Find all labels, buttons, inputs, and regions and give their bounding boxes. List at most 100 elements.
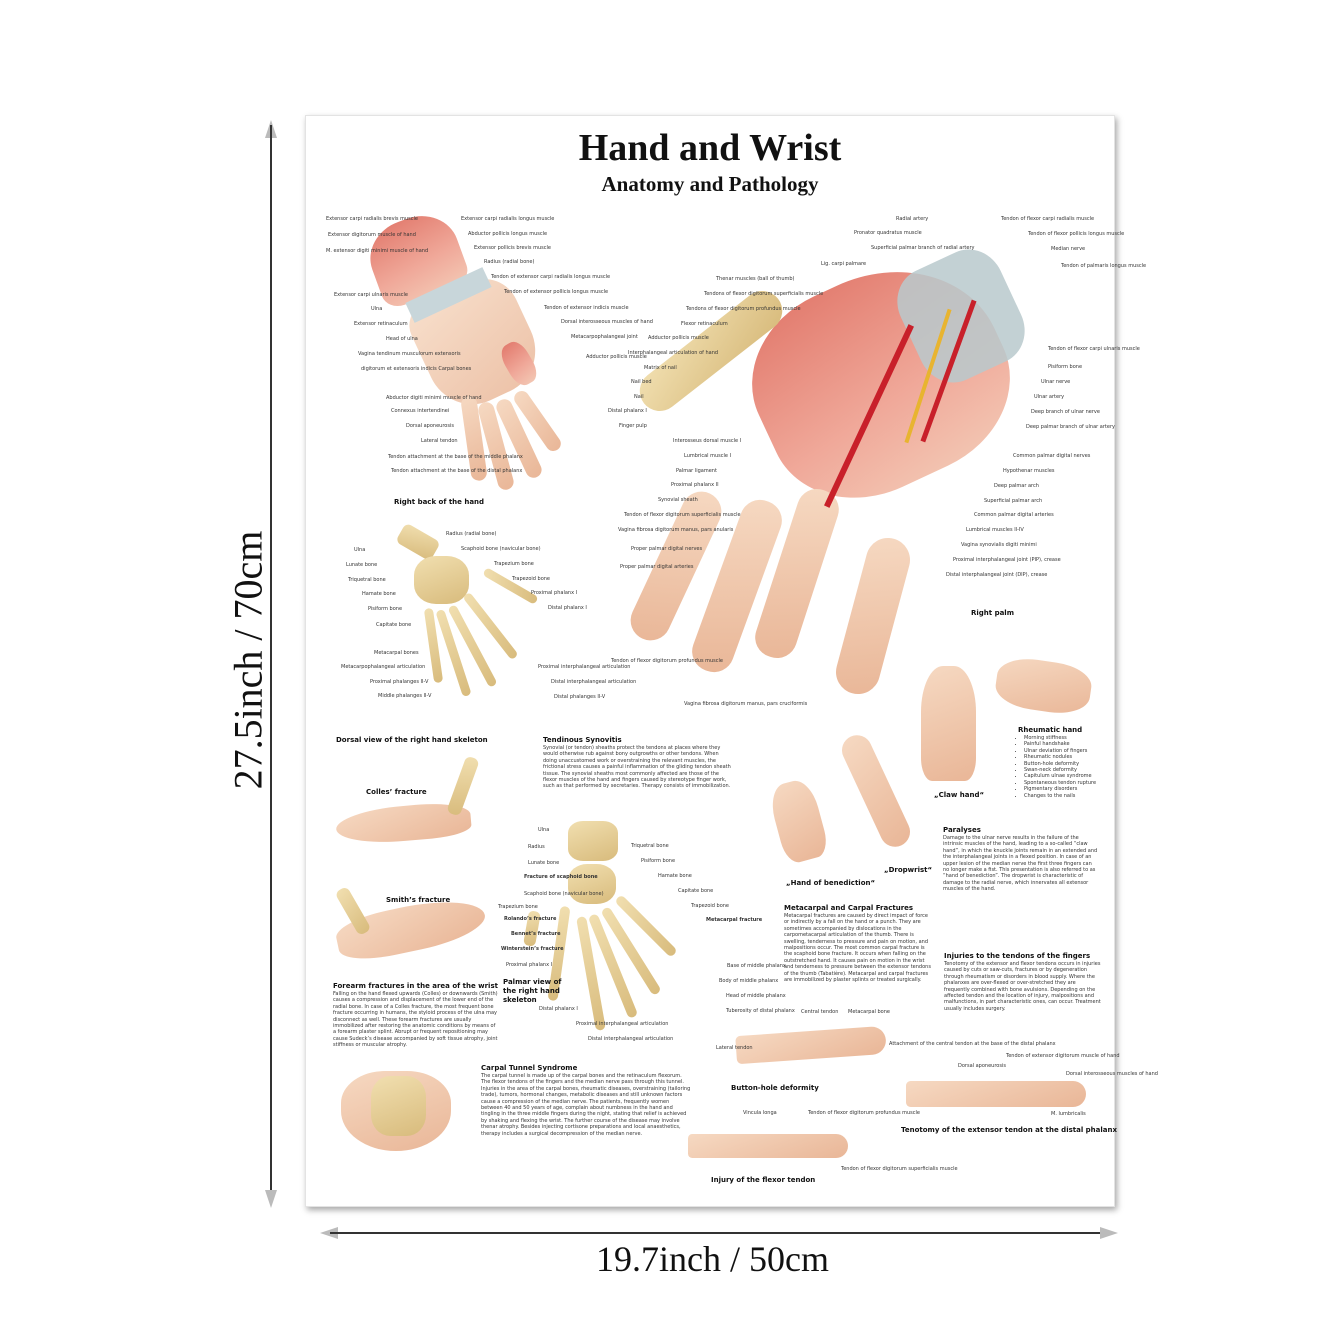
flexor-injury-illustration xyxy=(688,1134,848,1158)
palmar-label: Trapezoid bone xyxy=(691,903,730,909)
dorsal-label: Distal phalanges II-V xyxy=(554,694,606,700)
rheumatic-item: Ulnar deviation of fingers xyxy=(1024,748,1096,754)
rheumatic-item: Capitulum ulnae syndrome xyxy=(1024,773,1096,779)
dorsal-label: Metacarpal bones xyxy=(374,650,419,656)
dorsal-label: Hamate bone xyxy=(362,591,396,597)
tenotomy-label: Dorsal aponeurosis xyxy=(958,1063,1006,1069)
palm-label: Lig. carpi palmare xyxy=(821,261,867,267)
back-label: Tendon attachment at the base of the mid… xyxy=(388,454,523,460)
palm-label: Deep branch of ulnar nerve xyxy=(1031,409,1100,415)
rheumatic-hand-heading: Rheumatic hand xyxy=(1018,726,1083,734)
palm-label: Tendon of flexor carpi radialis muscle xyxy=(1001,216,1095,222)
palm-label: Tendon of palmaris longus muscle xyxy=(1061,263,1147,269)
palm-label: Ulnar nerve xyxy=(1041,379,1071,385)
back-label: M. extensor digiti minimi muscle of hand xyxy=(326,248,429,254)
back-label: Connexus intertendinei xyxy=(391,408,450,414)
palmar-label: Bennet’s fracture xyxy=(511,931,561,937)
palmar-label: Rolando’s fracture xyxy=(504,916,557,922)
dorsal-label: Capitate bone xyxy=(376,622,412,628)
tenotomy-caption: Tenotomy of the extensor tendon at the d… xyxy=(901,1126,1118,1134)
palm-label: Finger pulp xyxy=(619,423,647,429)
colles-caption: Colles’ fracture xyxy=(366,788,427,796)
back-label: Adductor pollicis muscle xyxy=(586,354,647,360)
palm-caption: Right palm xyxy=(971,609,1014,617)
back-label: Dorsal aponeurosis xyxy=(406,423,454,429)
back-label: Radius (radial bone) xyxy=(484,259,535,265)
tenotomy-label: Tendon of extensor digitorum muscle of h… xyxy=(1006,1053,1120,1059)
palm-label: Median nerve xyxy=(1051,246,1086,252)
palm-label: Nail xyxy=(634,394,644,400)
back-label: Extensor retinaculum xyxy=(354,321,408,327)
palmar-label: Triquetral bone xyxy=(631,843,669,849)
palm-label: Vagina synovialis digiti minimi xyxy=(961,542,1037,548)
height-dimension-label: 27.5inch / 70cm xyxy=(225,530,271,790)
palm-label: Interosseus dorsal muscle I xyxy=(673,438,742,444)
palmar-label: Base of middle phalanx xyxy=(727,963,786,969)
tenotomy-illustration xyxy=(906,1081,1086,1107)
palmar-label: Winterstein’s fracture xyxy=(501,946,564,952)
poster: Hand and Wrist Anatomy and Pathology Ext… xyxy=(305,115,1158,1207)
buttonhole-label: Metacarpal bone xyxy=(848,1009,890,1015)
dorsal-label: Distal interphalangeal articulation xyxy=(551,679,637,685)
palm-label: Tendon of flexor pollicis longus muscle xyxy=(1028,231,1125,237)
paralyses-heading: Paralyses xyxy=(943,826,981,834)
dorsal-label: Metacarpophalangeal articulation xyxy=(341,664,426,670)
buttonhole-label: Central tendon xyxy=(801,1009,839,1015)
back-label: Extensor digitorum muscle of hand xyxy=(328,232,416,238)
paralyses-text: Damage to the ulnar nerve results in the… xyxy=(943,835,1098,893)
palmar-skeleton-caption: Palmar view of the right hand skeleton xyxy=(503,978,562,1004)
dorsal-label: Ulna xyxy=(354,547,366,553)
claw-hand-caption: „Claw hand“ xyxy=(934,791,985,799)
forearm-fractures-text: Falling on the hand flexed upwards (Coll… xyxy=(333,991,498,1049)
back-label: Tendon of extensor carpi radialis longus… xyxy=(491,274,611,280)
palmar-label: Hamate bone xyxy=(658,873,692,879)
palmar-label: Distal phalanx I xyxy=(539,1006,578,1012)
palm-label: Interphalangeal articulation of hand xyxy=(628,350,719,356)
palmar-label: Pisiform bone xyxy=(641,858,676,864)
back-of-hand-caption: Right back of the hand xyxy=(394,498,485,506)
back-label: Tendon of extensor indicis muscle xyxy=(544,305,629,311)
back-label: Extensor carpi radialis brevis muscle xyxy=(326,216,418,222)
forearm-fractures-heading: Forearm fractures in the area of the wri… xyxy=(333,982,498,990)
palm-label: Lumbrical muscles II-IV xyxy=(966,527,1024,533)
palm-label: Tendons of flexor digitorum profundus mu… xyxy=(686,306,801,312)
palmar-label: Lunate bone xyxy=(528,860,560,866)
palmar-label: Ulna xyxy=(538,827,550,833)
palm-label: Proximal interphalangeal joint (PIP), cr… xyxy=(953,557,1061,563)
palmar-label: Capitate bone xyxy=(678,888,714,894)
flexor-label: Vincula longa xyxy=(743,1110,777,1116)
rheumatic-item: Painful handshake xyxy=(1024,741,1096,747)
palm-label: Proper palmar digital nerves xyxy=(631,546,703,552)
dorsal-label: Proximal phalanges II-V xyxy=(370,679,429,685)
back-label: Extensor carpi ulnaris muscle xyxy=(334,292,408,298)
buttonhole-caption: Button-hole deformity xyxy=(731,1084,819,1092)
rheumatic-hand-illustration xyxy=(992,654,1095,718)
palm-label: Tendons of flexor digitorum superficiali… xyxy=(704,291,824,297)
benediction-hand-illustration xyxy=(766,776,831,866)
back-label: Dorsal interosseous muscles of hand xyxy=(561,319,653,325)
width-dimension-label: 19.7inch / 50cm xyxy=(596,1239,829,1279)
palm-label: Adductor pollicis muscle xyxy=(648,335,709,341)
width-dimension-line xyxy=(330,1232,1110,1234)
palm-label: Nail bed xyxy=(631,379,652,385)
palmar-label: Metacarpal fracture xyxy=(706,917,763,923)
metacarpal-fractures-heading: Metacarpal and Carpal Fractures xyxy=(784,904,914,912)
palmar-label: Body of middle phalanx xyxy=(719,978,779,984)
dorsal-label: Lunate bone xyxy=(346,562,378,568)
dorsal-skeleton-caption: Dorsal view of the right hand skeleton xyxy=(336,736,488,744)
palmar-label: Proximal phalanx I xyxy=(506,962,553,968)
palmar-label: Proximal interphalangeal articulation xyxy=(576,1021,669,1027)
back-label: Ulna xyxy=(371,306,383,312)
carpal-tunnel-text: The carpal tunnel is made up of the carp… xyxy=(481,1073,691,1137)
buttonhole-label: Lateral tendon xyxy=(716,1045,753,1051)
back-label: Tendon of extensor pollicis longus muscl… xyxy=(504,289,609,295)
buttonhole-illustration xyxy=(735,1025,887,1065)
palm-label: Deep palmar branch of ulnar artery xyxy=(1026,424,1115,430)
palmar-label: Head of middle phalanx xyxy=(726,993,786,999)
palm-label: Proximal phalanx II xyxy=(671,482,719,488)
back-label: Tendon attachment at the base of the dis… xyxy=(391,468,523,474)
palm-label: Common palmar digital nerves xyxy=(1013,453,1091,459)
tendinous-synovitis-text: Synovial (or tendon) sheaths protect the… xyxy=(543,745,731,790)
palm-label: Superficial palmar arch xyxy=(984,498,1043,504)
dorsal-label: Proximal phalanx I xyxy=(531,590,578,596)
